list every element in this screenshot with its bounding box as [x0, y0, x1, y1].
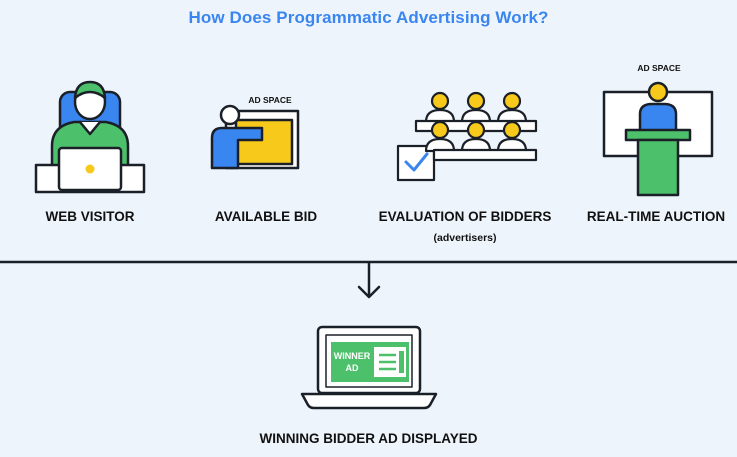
bidders-group-icon	[396, 91, 538, 182]
step-label-real-time-auction: REAL-TIME AUCTION	[586, 209, 726, 224]
web-visitor-icon	[34, 80, 146, 194]
step-label-evaluation-of-bidders: EVALUATION OF BIDDERS	[378, 209, 552, 224]
down-arrow-icon	[357, 261, 381, 299]
auction-ad-space-text: AD SPACE	[637, 63, 681, 73]
winner-ad-text-line2: AD	[346, 363, 359, 373]
laptop-icon	[300, 325, 438, 410]
step-label-web-visitor: WEB VISITOR	[45, 209, 135, 224]
auction-podium-icon	[602, 81, 714, 197]
step-label-available-bid: AVAILABLE BID	[214, 209, 318, 224]
winner-ad-text-line1: WINNER	[334, 351, 371, 361]
diagram-title: How Does Programmatic Advertising Work?	[188, 8, 549, 27]
step-sublabel-advertisers: (advertisers)	[433, 232, 497, 244]
available-bid-icon	[210, 104, 300, 170]
ad-space-sign-text: AD SPACE	[248, 95, 292, 105]
result-label: WINNING BIDDER AD DISPLAYED	[259, 431, 478, 446]
